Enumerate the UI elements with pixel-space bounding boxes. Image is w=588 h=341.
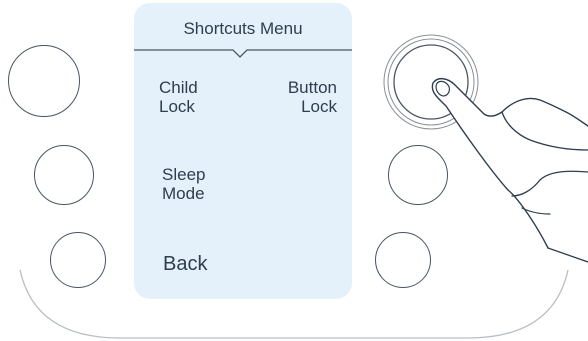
hand-icon [0,0,588,341]
device-panel: Shortcuts Menu Child Lock Button Lock Sl… [0,0,588,341]
